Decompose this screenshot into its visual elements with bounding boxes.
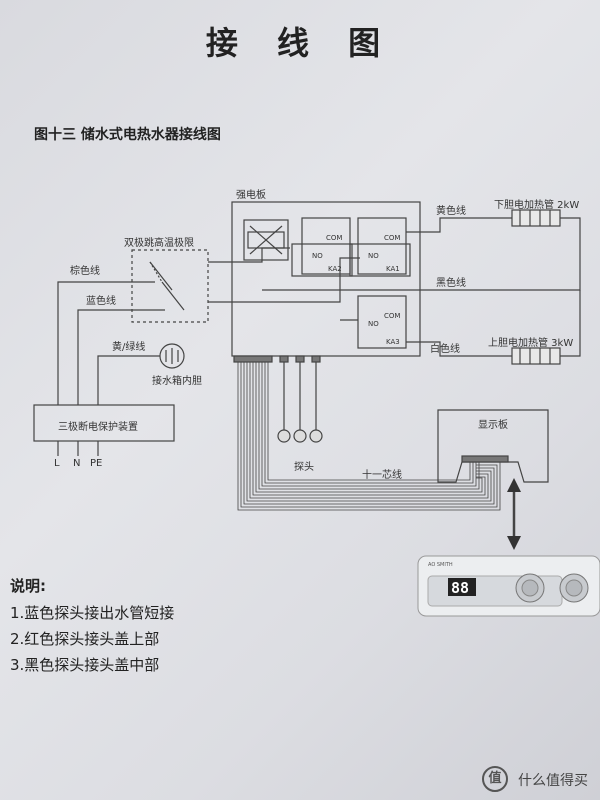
brown-wire-line [57, 281, 155, 405]
blue-wire-label: 蓝色线 [86, 296, 116, 307]
blue-wire-line [77, 309, 165, 405]
page-title: 接 线 图 [205, 24, 395, 62]
switch-contact-2 [161, 281, 185, 311]
yellow-green-wire-line [97, 355, 160, 405]
panel-brand: AO SMITH [428, 562, 453, 568]
yellow-wire-line [406, 217, 512, 233]
relay-no-1: NO [312, 252, 323, 260]
tank-label: 接水箱内胆 [152, 376, 202, 387]
relay-com-3: COM [384, 312, 401, 320]
note-item-1: 1.蓝色探头接出水管短接 [10, 604, 175, 622]
white-wire-label: 白色线 [430, 344, 460, 355]
upper-heater-element [511, 347, 561, 365]
panel-display: 88 [451, 579, 469, 597]
terminal-pe: PE [90, 458, 103, 469]
switch-contact-1 [149, 261, 173, 291]
brown-wire-label: 棕色线 [70, 266, 100, 277]
probe-label: 探头 [294, 462, 314, 473]
control-panel: 88 AO SMITH [417, 555, 600, 617]
watermark-icon: 值 [482, 766, 508, 792]
protector-label: 三极断电保护装置 [58, 422, 138, 433]
power-board-box [231, 201, 421, 357]
relay-label-ka1: KA1 [386, 265, 400, 273]
upper-heater-label: 上胆电加热管 3kW [488, 338, 574, 349]
terminal-l: L [54, 458, 60, 469]
tank-ground-symbol [159, 343, 185, 369]
black-wire-label: 黑色线 [436, 278, 466, 289]
relay-com-1: COM [326, 234, 343, 242]
relay-no-3: NO [368, 320, 379, 328]
relay-ka2 [301, 217, 351, 275]
thermostat-label: 双极跳高温极限 [124, 238, 194, 249]
relay-label-ka3: KA3 [386, 338, 400, 346]
power-board-label: 强电板 [236, 190, 266, 201]
terminal-n: N [73, 458, 81, 469]
protector-box [33, 404, 175, 442]
notes-heading: 说明: [10, 577, 46, 595]
white-wire-line [406, 341, 512, 357]
display-board-label: 显示板 [478, 420, 508, 431]
relay-no-2: NO [368, 252, 379, 260]
lower-heater-label: 下胆电加热管 2kW [494, 200, 580, 211]
relay-ka1 [357, 217, 407, 275]
note-item-2: 2.红色探头接头盖上部 [10, 630, 160, 648]
relay-label-ka2: KA2 [328, 265, 342, 273]
relay-ka3 [357, 295, 407, 349]
watermark-text: 什么值得买 [518, 773, 588, 789]
relay-com-2: COM [384, 234, 401, 242]
note-item-3: 3.黑色探头接头盖中部 [10, 656, 160, 674]
thermostat-box [131, 249, 209, 323]
lower-heater-element [511, 209, 561, 227]
fan-block [243, 219, 289, 261]
yellow-wire-label: 黄色线 [436, 206, 466, 217]
cable-label: 十一芯线 [362, 470, 402, 481]
yellow-green-wire-label: 黄/绿线 [112, 342, 146, 353]
display-board-box [437, 409, 549, 483]
figure-title: 图十三 储水式电热水器接线图 [34, 127, 221, 143]
